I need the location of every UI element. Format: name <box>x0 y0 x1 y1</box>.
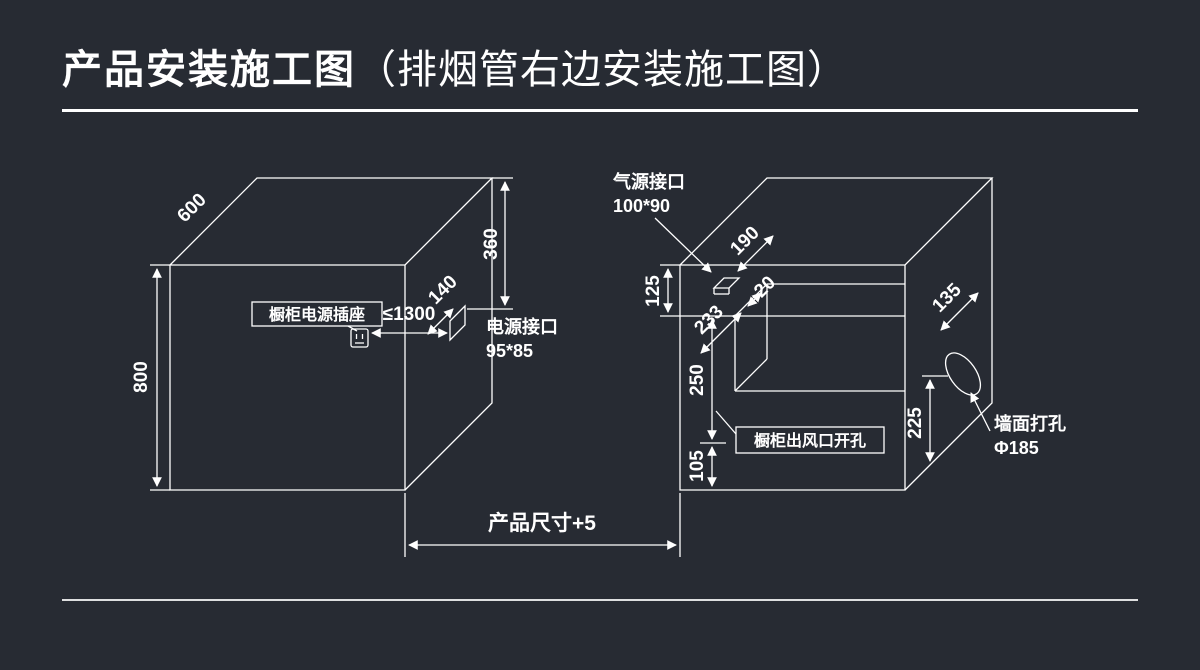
page-title-main: 产品安装施工图 <box>62 48 356 92</box>
page-title-sub: （排烟管右边安装施工图） <box>356 48 848 92</box>
outlet-opening-callout: 橱柜出风口开孔 <box>715 410 885 454</box>
dim-product-size: 产品尺寸+5 <box>404 493 681 557</box>
dim-wall-hole-offset: 135 <box>928 279 979 331</box>
title-divider <box>62 109 1138 112</box>
power-port-callout: 电源接口 95*85 <box>486 316 558 361</box>
cabinet-socket-callout: 橱柜电源插座 <box>251 301 383 332</box>
dim-product-size-label: 产品尺寸+5 <box>488 511 596 535</box>
dim-duct-depth: 233 <box>690 301 742 354</box>
gas-port-cutout <box>712 277 741 295</box>
wall-hole-size: Φ185 <box>994 438 1039 458</box>
dim-left-depth-label: 600 <box>173 189 210 226</box>
power-socket-icon <box>350 328 369 348</box>
dim-opening-bottom-gap-label: 105 <box>687 450 708 482</box>
wall-hole-title: 墙面打孔 <box>994 413 1066 434</box>
dim-opening-bottom-gap: 105 <box>687 446 717 487</box>
gas-port-title: 气源接口 <box>612 171 685 192</box>
dim-opening-height: 250 <box>687 319 726 444</box>
gas-port-size: 100*90 <box>613 196 670 216</box>
dim-left-height: 800 <box>131 264 170 491</box>
dim-wall-hole-drop-label: 225 <box>905 407 926 439</box>
power-port-cutout <box>449 304 466 342</box>
dim-duct-offset: 20 <box>747 272 780 307</box>
dim-left-depth: 600 <box>173 189 210 226</box>
dim-gas-port-offset: 190 <box>726 222 774 272</box>
exhaust-duct-outline <box>734 283 905 392</box>
footer-divider <box>62 599 1138 601</box>
wall-hole-callout: 墙面打孔 Φ185 <box>970 392 1066 458</box>
dim-socket-distance-label: ≤1300 <box>383 304 436 325</box>
left-cabinet-outline <box>168 177 494 491</box>
power-port-title: 电源接口 <box>486 316 558 337</box>
gas-port-callout: 气源接口 100*90 <box>612 171 712 273</box>
dim-power-port-drop-label: 360 <box>481 228 502 260</box>
dim-wall-hole-drop: 225 <box>905 375 948 462</box>
page-title: 产品安装施工图（排烟管右边安装施工图） <box>62 46 848 94</box>
dim-duct-depth-label: 233 <box>690 301 727 338</box>
dim-opening-height-label: 250 <box>687 364 708 396</box>
dim-outlet-top-gap: 125 <box>643 264 735 317</box>
wall-hole-shape <box>944 352 982 396</box>
dim-power-port-drop: 360 <box>467 177 513 310</box>
power-port-size: 95*85 <box>486 341 533 361</box>
dim-outlet-top-gap-label: 125 <box>643 275 664 307</box>
dim-duct-offset-label: 20 <box>750 272 780 302</box>
outlet-opening-label: 橱柜出风口开孔 <box>754 431 866 450</box>
dim-left-height-label: 800 <box>131 361 152 393</box>
cabinet-socket-label: 橱柜电源插座 <box>269 305 365 324</box>
dim-socket-distance: ≤1300 <box>371 304 448 338</box>
dim-gas-port-offset-label: 190 <box>726 222 763 259</box>
